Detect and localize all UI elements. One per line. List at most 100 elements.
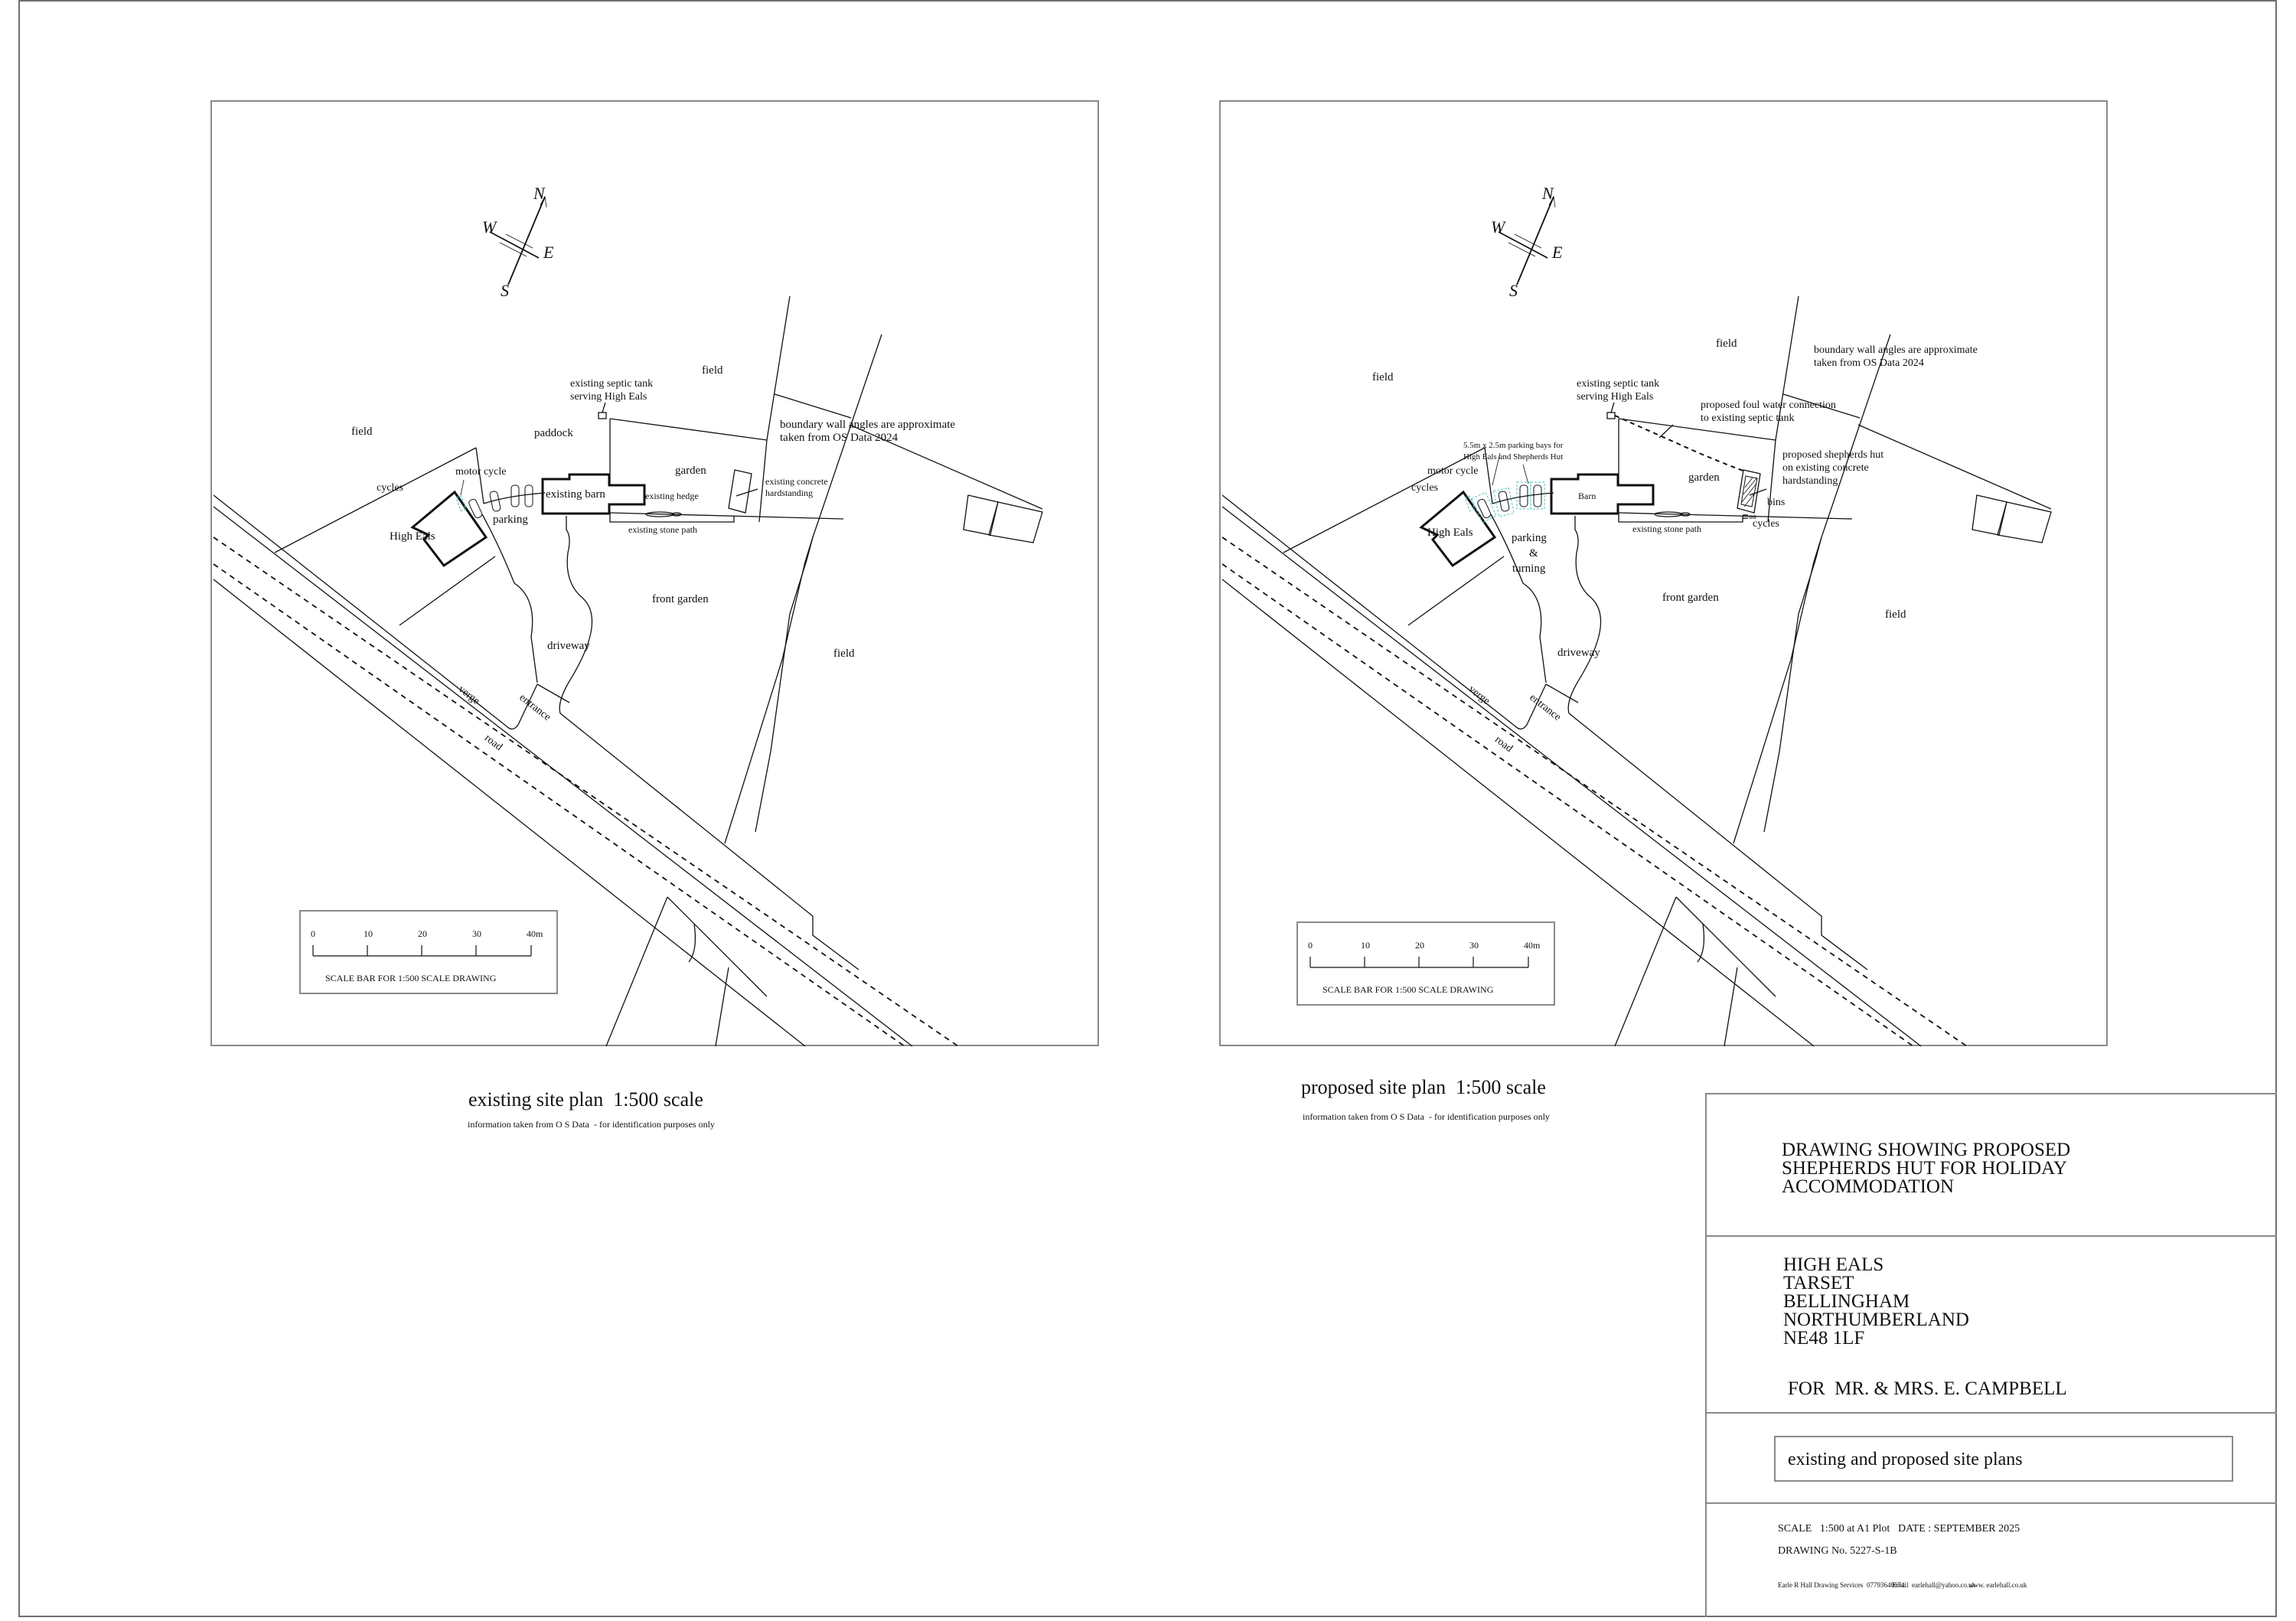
proposed-plan-title: proposed site plan 1:500 scale	[1301, 1076, 1546, 1098]
proposed-plan-subtitle: information taken from O S Data - for id…	[1303, 1111, 1550, 1122]
label-compass-e: E	[543, 243, 554, 262]
proposed-site-drawing	[1221, 195, 2052, 1047]
label-high-eals: High Eals	[390, 530, 435, 543]
label-garden: garden	[1688, 471, 1720, 484]
label-septic-1: existing septic tank	[1577, 378, 1660, 390]
label-high-eals: High Eals	[1427, 527, 1473, 539]
scale-bar-caption: SCALE BAR FOR 1:500 SCALE DRAWING	[1322, 984, 1494, 995]
label-compass-s: S	[1509, 281, 1518, 300]
scale-tick-30: 30	[1469, 940, 1479, 951]
client-name: FOR MR. & MRS. E. CAMPBELL	[1788, 1378, 2067, 1399]
label-parking-3: turning	[1512, 563, 1546, 575]
date-info: DATE : SEPTEMBER 2025	[1898, 1523, 2020, 1535]
label-hedge: existing hedge	[645, 491, 699, 501]
label-parking-2: &	[1529, 547, 1538, 559]
label-compass-w: W	[482, 217, 497, 236]
label-septic-2: serving High Eals	[1577, 391, 1654, 403]
label-boundary-1: boundary wall angles are approximate	[1814, 344, 1978, 356]
label-cycles: cycles	[377, 482, 403, 494]
scale-tick-10: 10	[1361, 940, 1370, 951]
label-stone-path: existing stone path	[628, 524, 697, 535]
label-garden: garden	[675, 465, 706, 477]
label-bins: bins	[1767, 497, 1786, 508]
drawing-title-box: existing and proposed site plans	[1774, 1436, 2233, 1482]
email-info: Email earlehall@yahoo.co.uk	[1892, 1581, 1976, 1589]
label-boundary-1: boundary wall angles are approximate	[780, 419, 956, 431]
scale-tick-30: 30	[472, 928, 481, 939]
label-front-garden: front garden	[652, 593, 709, 605]
scale-bar-proposed: 0 10 20 30 40m SCALE BAR FOR 1:500 SCALE…	[1296, 921, 1555, 1006]
label-front-garden: front garden	[1662, 592, 1719, 604]
title-block-divider	[1707, 1502, 2277, 1504]
scale-tick-20: 20	[418, 928, 427, 939]
scale-bar-existing: 0 10 20 30 40m SCALE BAR FOR 1:500 SCALE…	[299, 910, 558, 994]
label-compass-w: W	[1491, 217, 1505, 236]
label-concrete-1: existing concrete	[765, 476, 828, 487]
title-block-divider	[1707, 1235, 2277, 1237]
label-field-west: field	[351, 426, 373, 438]
label-barn: Barn	[1578, 491, 1596, 501]
existing-plan-subtitle: information taken from O S Data - for id…	[468, 1119, 715, 1130]
title-block-divider	[1707, 1412, 2277, 1414]
scale-tick-40: 40m	[527, 928, 543, 939]
drawing-description-line-2: SHEPHERDS HUT FOR HOLIDAY	[1782, 1158, 2067, 1179]
scale-tick-0: 0	[1308, 940, 1313, 951]
proposed-site-plan-panel: N W E S field field field existing septi…	[1219, 100, 2108, 1047]
label-parking-1: parking	[1512, 532, 1547, 544]
label-field-west: field	[1372, 371, 1394, 383]
label-foul-1: proposed foul water connection	[1701, 400, 1836, 411]
label-motor-cycle: motor cycle	[455, 466, 507, 478]
address-line-5: NE48 1LF	[1783, 1328, 1865, 1349]
label-field-north: field	[702, 364, 723, 377]
label-driveway: driveway	[547, 640, 590, 652]
label-field-east: field	[833, 647, 855, 660]
scale-tick-40: 40m	[1524, 940, 1541, 951]
label-hut-2: on existing concrete	[1782, 462, 1869, 474]
label-boundary-2: taken from OS Data 2024	[1814, 357, 1924, 369]
existing-site-plan-panel: N W E S field field field paddock existi…	[210, 100, 1099, 1047]
label-hut-3: hardstanding	[1782, 475, 1838, 487]
scale-bar-caption: SCALE BAR FOR 1:500 SCALE DRAWING	[325, 973, 497, 983]
existing-plan-title: existing site plan 1:500 scale	[468, 1088, 703, 1111]
label-motor-cycle: motor cycle	[1427, 465, 1479, 477]
label-parking: parking	[493, 514, 528, 526]
label-compass-n: N	[1542, 184, 1554, 203]
label-paddock: paddock	[534, 427, 573, 439]
sheet-border	[18, 0, 2277, 1617]
label-compass-e: E	[1552, 243, 1563, 262]
address-line-2: TARSET	[1783, 1273, 1854, 1293]
scale-info: SCALE 1:500 at A1 Plot	[1778, 1523, 1890, 1535]
website-info: www. earlehall.co.uk	[1968, 1581, 2027, 1589]
drawing-title: existing and proposed site plans	[1788, 1450, 2023, 1469]
label-stone-path: existing stone path	[1632, 523, 1701, 534]
label-boundary-2: taken from OS Data 2024	[780, 432, 899, 444]
label-field-east: field	[1885, 608, 1906, 621]
address-line-3: BELLINGHAM	[1783, 1291, 1910, 1312]
label-field-north: field	[1716, 338, 1737, 350]
title-block: DRAWING SHOWING PROPOSED SHEPHERDS HUT F…	[1705, 1093, 2277, 1617]
label-septic-1: existing septic tank	[570, 378, 654, 390]
label-cycles-east: cycles	[1753, 518, 1779, 530]
label-compass-s: S	[501, 281, 509, 300]
scale-bar-ruler	[312, 945, 532, 957]
scale-tick-0: 0	[311, 928, 315, 939]
address-line-1: HIGH EALS	[1783, 1254, 1884, 1275]
address-line-4: NORTHUMBERLAND	[1783, 1310, 1969, 1330]
scale-bar-ruler	[1309, 957, 1529, 968]
label-cycles-west: cycles	[1411, 482, 1438, 494]
label-parking-bays-1: 5.5m x 2.5m parking bays for	[1463, 441, 1564, 450]
company-info: Earle R Hall Drawing Services 0779364067…	[1778, 1581, 1905, 1589]
label-septic-2: serving High Eals	[570, 391, 647, 403]
drawing-description-line-3: ACCOMMODATION	[1782, 1176, 1955, 1197]
label-concrete-2: hardstanding	[765, 488, 813, 498]
drawing-number: DRAWING No. 5227-S-1B	[1778, 1545, 1897, 1557]
scale-tick-20: 20	[1415, 940, 1424, 951]
drawing-description-line-1: DRAWING SHOWING PROPOSED	[1782, 1140, 2071, 1160]
existing-site-drawing	[213, 195, 1043, 1047]
label-compass-n: N	[533, 184, 545, 203]
label-foul-2: to existing septic tank	[1701, 413, 1795, 424]
scale-tick-10: 10	[364, 928, 373, 939]
label-hut-1: proposed shepherds hut	[1782, 449, 1884, 461]
label-existing-barn: existing barn	[546, 488, 605, 501]
label-parking-bays-2: High Eals and Shepherds Hut	[1463, 452, 1564, 462]
